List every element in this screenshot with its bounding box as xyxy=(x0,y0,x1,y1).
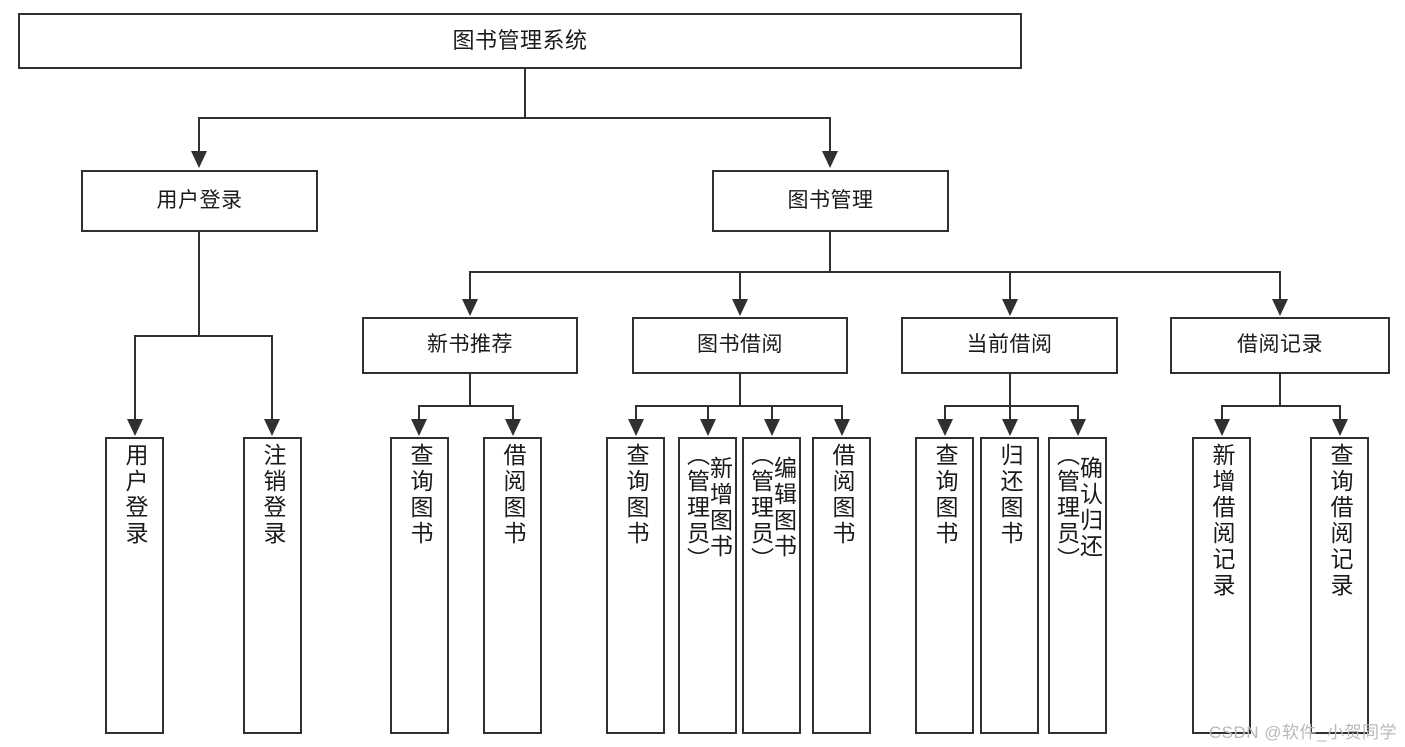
connector-br-bar xyxy=(1221,405,1340,407)
node-user-login[interactable]: 用户登录 xyxy=(81,170,318,232)
node-label: 借阅图书 xyxy=(500,443,526,547)
connector-br-trunk xyxy=(1279,374,1281,405)
connector-book-manage-bar xyxy=(469,271,1281,273)
arrowhead-leaf-logout xyxy=(264,419,280,436)
connector-cb-drop-1 xyxy=(944,405,946,420)
node-label: 用户登录 xyxy=(156,188,243,212)
connector-br-drop-2 xyxy=(1339,405,1341,420)
connector-br-drop-1 xyxy=(1221,405,1223,420)
arrowhead-book-borrow xyxy=(732,299,748,316)
connector-nbr-drop-1 xyxy=(418,405,420,420)
connector-cb-bar xyxy=(944,405,1078,407)
node-label: 查询图书 xyxy=(623,443,649,547)
connector-user-login-bar xyxy=(134,335,272,337)
connector-nbr-drop-2 xyxy=(512,405,514,420)
node-leaf-return-book[interactable]: 归还图书 xyxy=(980,437,1039,734)
connector-bb-drop-2 xyxy=(707,405,709,420)
connector-bb-bar xyxy=(635,405,841,407)
node-label: 当前借阅 xyxy=(966,333,1053,357)
connector-bm-drop-3 xyxy=(1009,271,1011,300)
connector-bm-drop-2 xyxy=(739,271,741,300)
node-label: 查询图书 xyxy=(932,443,958,547)
arrowhead-leaf-query-record xyxy=(1332,419,1348,436)
arrowhead-leaf-edit-book xyxy=(764,419,780,436)
connector-root-trunk xyxy=(524,69,526,117)
node-label: 编辑图书 （管理员） xyxy=(747,443,797,573)
connector-book-manage-trunk xyxy=(829,232,831,271)
node-label: 查询图书 xyxy=(407,443,433,547)
node-leaf-edit-book[interactable]: 编辑图书 （管理员） xyxy=(742,437,801,734)
connector-cb-drop-2 xyxy=(1009,405,1011,420)
node-label: 用户登录 xyxy=(122,443,148,547)
node-leaf-query-book-1[interactable]: 查询图书 xyxy=(390,437,449,734)
node-label: 新书推荐 xyxy=(427,333,513,357)
connector-bm-drop-1 xyxy=(469,271,471,300)
node-leaf-add-record[interactable]: 新增借阅记录 xyxy=(1192,437,1251,734)
arrowhead-leaf-borrow-book-1 xyxy=(505,419,521,436)
arrowhead-leaf-borrow-book-2 xyxy=(834,419,850,436)
arrowhead-leaf-return-book xyxy=(1002,419,1018,436)
arrowhead-new-book-recommend xyxy=(462,299,478,316)
node-label: 图书管理 xyxy=(787,188,874,212)
node-leaf-add-book[interactable]: 新增图书 （管理员） xyxy=(678,437,737,734)
connector-to-book-manage xyxy=(829,117,831,153)
arrowhead-leaf-query-book-3 xyxy=(937,419,953,436)
connector-root-bar xyxy=(198,117,830,119)
connector-user-login-drop-2 xyxy=(271,335,273,420)
connector-cb-drop-3 xyxy=(1077,405,1079,420)
node-book-manage[interactable]: 图书管理 xyxy=(712,170,949,232)
arrowhead-book-manage xyxy=(822,151,838,168)
arrowhead-leaf-confirm-return xyxy=(1070,419,1086,436)
connector-bb-drop-4 xyxy=(841,405,843,420)
connector-user-login-trunk xyxy=(198,232,200,335)
connector-bb-drop-1 xyxy=(635,405,637,420)
node-current-borrow[interactable]: 当前借阅 xyxy=(901,317,1118,374)
node-leaf-query-book-2[interactable]: 查询图书 xyxy=(606,437,665,734)
connector-cb-trunk xyxy=(1009,374,1011,405)
node-label: 归还图书 xyxy=(997,443,1023,547)
node-leaf-query-book-3[interactable]: 查询图书 xyxy=(915,437,974,734)
node-label: 借阅图书 xyxy=(829,443,855,547)
node-label: 注销登录 xyxy=(260,443,286,547)
node-label: 查询借阅记录 xyxy=(1327,443,1353,599)
arrowhead-leaf-add-book xyxy=(700,419,716,436)
arrowhead-leaf-user-login xyxy=(127,419,143,436)
node-borrow-record[interactable]: 借阅记录 xyxy=(1170,317,1390,374)
node-leaf-borrow-book-2[interactable]: 借阅图书 xyxy=(812,437,871,734)
node-new-book-recommend[interactable]: 新书推荐 xyxy=(362,317,578,374)
connector-bm-drop-4 xyxy=(1279,271,1281,300)
arrowhead-leaf-query-book-1 xyxy=(411,419,427,436)
node-label: 借阅记录 xyxy=(1237,333,1323,357)
node-leaf-logout[interactable]: 注销登录 xyxy=(243,437,302,734)
node-label: 图书管理系统 xyxy=(452,28,588,54)
node-leaf-user-login[interactable]: 用户登录 xyxy=(105,437,164,734)
connector-nbr-trunk xyxy=(469,374,471,405)
node-label: 图书借阅 xyxy=(697,333,783,357)
arrowhead-leaf-query-book-2 xyxy=(628,419,644,436)
node-leaf-confirm-return[interactable]: 确认归还 （管理员） xyxy=(1048,437,1107,734)
connector-to-user-login xyxy=(198,117,200,153)
node-root-system[interactable]: 图书管理系统 xyxy=(18,13,1022,69)
node-label: 新增图书 （管理员） xyxy=(683,443,733,573)
node-label: 新增借阅记录 xyxy=(1209,443,1235,599)
connector-bb-drop-3 xyxy=(771,405,773,420)
node-label: 确认归还 （管理员） xyxy=(1053,443,1103,573)
node-leaf-borrow-book-1[interactable]: 借阅图书 xyxy=(483,437,542,734)
arrowhead-borrow-record xyxy=(1272,299,1288,316)
connector-user-login-drop-1 xyxy=(134,335,136,420)
connector-nbr-bar xyxy=(418,405,513,407)
connector-bb-trunk xyxy=(739,374,741,405)
arrowhead-leaf-add-record xyxy=(1214,419,1230,436)
arrowhead-user-login xyxy=(191,151,207,168)
node-book-borrow[interactable]: 图书借阅 xyxy=(632,317,848,374)
node-leaf-query-record[interactable]: 查询借阅记录 xyxy=(1310,437,1369,734)
arrowhead-current-borrow xyxy=(1002,299,1018,316)
